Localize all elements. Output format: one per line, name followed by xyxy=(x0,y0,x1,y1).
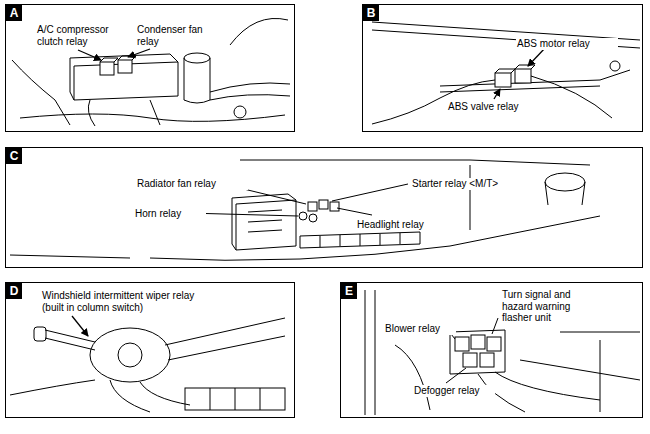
abs-area-sketch xyxy=(610,61,620,71)
leader-line xyxy=(492,318,498,334)
engine-bay-sketch xyxy=(309,214,317,222)
figure-panel: A A/C compressor clutch relay Condenser fa… xyxy=(5,4,295,132)
relay-cluster-sketch xyxy=(487,337,501,351)
column-switch-sketch xyxy=(165,318,285,360)
column-switch-sketch xyxy=(185,388,285,410)
figure-panel: C Radiator fan relay Starter relay <M/T> Ho… xyxy=(5,147,643,268)
engine-bay-sketch xyxy=(118,56,136,60)
callout-label: Turn signal and hazard warning flasher u… xyxy=(501,289,588,324)
figure-panel: B ABS motor relayABS valve relay xyxy=(362,4,643,132)
leader-line xyxy=(72,316,88,336)
callout-label: A/C compressor clutch relay xyxy=(36,24,123,47)
engine-bay-sketch xyxy=(545,182,585,205)
panel-letter: D xyxy=(6,283,22,299)
leader-line xyxy=(494,47,546,99)
engine-bay-sketch xyxy=(248,210,282,232)
leader-line xyxy=(337,208,372,215)
column-switch-sketch xyxy=(45,330,95,350)
engine-bay-sketch xyxy=(232,194,296,250)
leader-line xyxy=(72,316,88,336)
engine-bay-sketch xyxy=(230,18,288,45)
engine-bay-sketch xyxy=(100,58,118,62)
callout-label: Defogger relay xyxy=(413,385,495,397)
leader-line xyxy=(128,49,150,57)
leader-line xyxy=(494,89,500,99)
column-switch-sketch xyxy=(118,343,142,367)
abs-area-sketch xyxy=(372,22,640,124)
abs-area-sketch xyxy=(495,69,515,73)
relay-cluster-sketch xyxy=(455,337,469,351)
abs-area-sketch xyxy=(515,69,531,83)
engine-bay-sketch xyxy=(470,165,471,230)
engine-bay-sketch xyxy=(118,60,132,73)
panel-letter: B xyxy=(363,5,379,21)
relay-cluster-sketch xyxy=(471,335,485,349)
callout-label: Condenser fan relay xyxy=(136,24,213,47)
column-switch-sketch xyxy=(10,380,95,395)
engine-bay-sketch xyxy=(240,160,590,165)
engine-bay-sketch xyxy=(308,202,317,211)
column-switch-sketch xyxy=(34,327,46,341)
callout-label: Horn relay xyxy=(134,208,206,220)
leader-line xyxy=(528,47,546,66)
engine-bay-sketch xyxy=(300,232,420,248)
abs-area-sketch xyxy=(515,65,535,69)
callout-label: Blower relay xyxy=(384,323,456,335)
engine-bay-sketch xyxy=(10,255,130,258)
engine-bay-sketch xyxy=(150,100,160,125)
engine-bay-sketch xyxy=(299,212,307,220)
relay-cluster-sketch xyxy=(365,290,640,415)
engine-bay-sketch xyxy=(70,54,178,100)
figure-panel: E Turn signal and hazard warning flasher … xyxy=(340,282,643,418)
leader-line xyxy=(78,50,101,60)
column-switch-sketch xyxy=(10,318,285,412)
engine-bay-sketch xyxy=(330,202,339,211)
relay-cluster-sketch xyxy=(395,345,430,410)
relay-cluster-sketch xyxy=(480,353,494,367)
engine-bay-sketch xyxy=(545,173,585,191)
column-switch-sketch xyxy=(110,380,190,412)
column-switch-sketch xyxy=(90,328,170,382)
column-switch-sketch xyxy=(210,388,260,410)
engine-bay-sketch xyxy=(210,95,290,100)
callout-label: ABS motor relay xyxy=(516,38,618,50)
callout-label: Windshield intermittent wiper relay (bui… xyxy=(41,290,198,313)
callout-label: Radiator fan relay xyxy=(136,178,248,190)
relay-cluster-sketch xyxy=(463,353,477,367)
callout-label: Starter relay <M/T> xyxy=(411,178,533,190)
engine-bay-sketch xyxy=(10,160,600,260)
engine-bay-sketch xyxy=(88,100,95,126)
panel-letter: C xyxy=(6,148,22,164)
engine-bay-sketch xyxy=(234,106,246,118)
leader-line xyxy=(332,184,408,201)
engine-bay-sketch xyxy=(210,83,290,92)
leader-line xyxy=(78,49,150,60)
relay-cluster-sketch xyxy=(365,290,375,415)
figure-panel: D Windshield intermittent wiper relay (bu… xyxy=(5,282,295,418)
panel-letter: A xyxy=(6,5,22,21)
engine-bay-sketch xyxy=(184,58,210,103)
engine-bay-sketch xyxy=(184,53,210,63)
relay-cluster-sketch xyxy=(478,372,600,412)
relay-cluster-sketch xyxy=(450,330,505,374)
engine-bay-sketch xyxy=(320,233,400,247)
relay-cluster-sketch xyxy=(520,332,640,380)
engine-bay-sketch xyxy=(319,200,328,209)
engine-bay-sketch xyxy=(12,18,290,126)
abs-area-sketch xyxy=(495,73,511,87)
engine-bay-sketch xyxy=(236,200,296,250)
panel-letter: E xyxy=(341,283,357,299)
engine-bay-sketch xyxy=(150,216,600,260)
engine-bay-sketch xyxy=(100,62,114,75)
relay-cluster-sketch xyxy=(600,340,601,412)
callout-label: ABS valve relay xyxy=(447,101,549,113)
callout-label: Headlight relay xyxy=(356,219,448,231)
leader-line xyxy=(446,368,466,383)
